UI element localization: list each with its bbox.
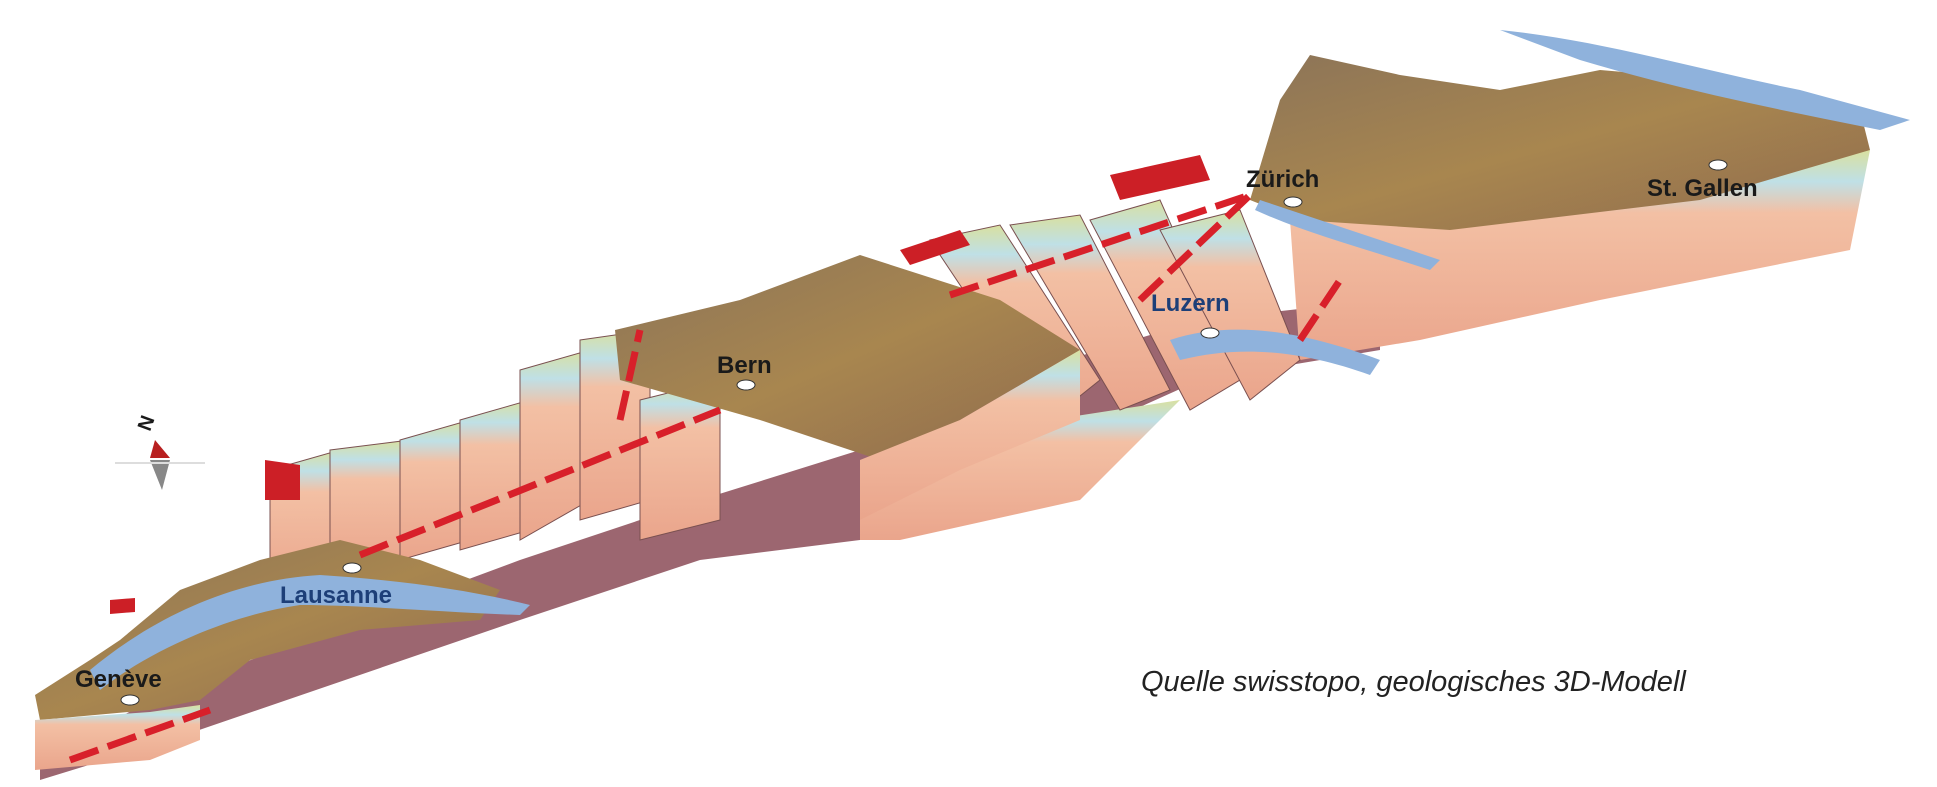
central-block-side — [860, 400, 1180, 540]
city-marker-luzern — [1200, 327, 1220, 339]
fault-line — [616, 329, 644, 421]
city-label-zurich: Zürich — [1246, 166, 1320, 193]
section-west — [35, 705, 200, 770]
city-marker-bern — [736, 379, 756, 391]
fault-line — [948, 191, 1252, 299]
city-label-bern: Bern — [717, 352, 772, 379]
lake-zurich — [1255, 200, 1440, 270]
fault-line — [358, 406, 722, 559]
city-marker-lausanne — [342, 562, 362, 574]
city-marker-zurich — [1283, 196, 1303, 208]
terrain-east — [1250, 55, 1870, 230]
fault-plane — [900, 230, 970, 265]
source-caption: Quelle swisstopo, geologisches 3D-Modell — [1141, 666, 1686, 698]
city-label-geneve: Genève — [75, 666, 162, 693]
fault-line — [1137, 192, 1253, 303]
fault-planes — [110, 155, 1210, 614]
city-label-lausanne: Lausanne — [280, 582, 393, 609]
terrain-bern — [615, 255, 1080, 460]
fault-line — [1297, 278, 1343, 342]
lake-constance — [1500, 30, 1910, 130]
lakes — [90, 30, 1910, 690]
city-markers — [120, 159, 1728, 706]
fault-plane — [1110, 155, 1210, 200]
city-marker-st-gallen — [1708, 159, 1728, 171]
fault-lines — [68, 191, 1343, 764]
lake-geneva — [90, 575, 530, 690]
city-label-st-gallen: St. Gallen — [1647, 175, 1758, 202]
city-marker-geneve — [120, 694, 140, 706]
compass-icon — [115, 440, 205, 490]
city-label-luzern: Luzern — [1151, 290, 1230, 317]
lake-luzern — [1170, 329, 1380, 375]
section-bern — [860, 350, 1080, 520]
fault-plane — [110, 598, 135, 614]
fault-line — [68, 706, 212, 764]
fault-plane — [265, 460, 300, 500]
